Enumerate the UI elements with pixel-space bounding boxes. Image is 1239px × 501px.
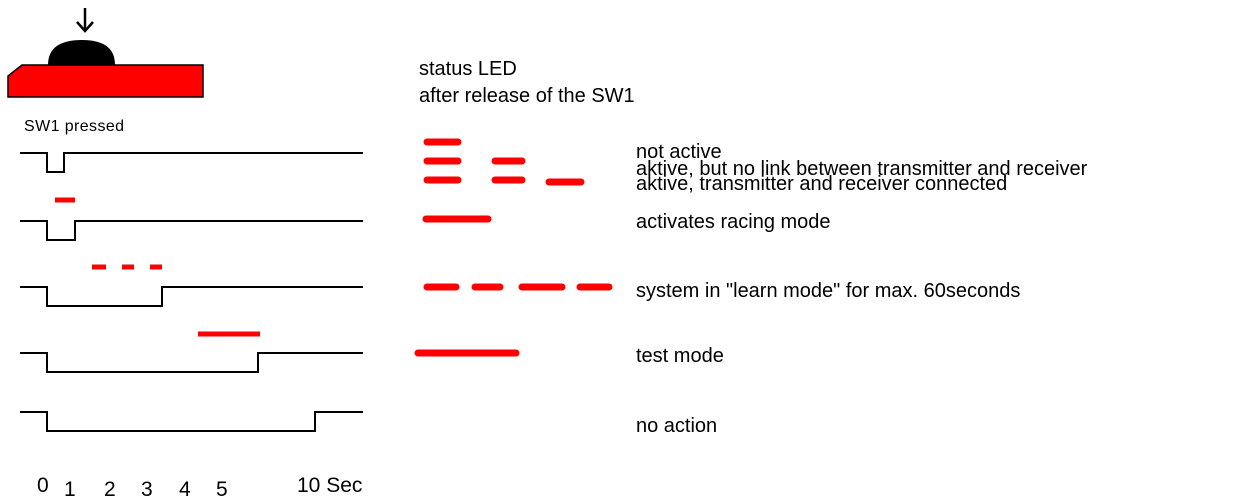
signal-trace-2	[20, 220, 363, 241]
signal-trace-1	[20, 152, 363, 173]
desc-active-no-link: aktive, but no link between transmitter …	[636, 158, 1088, 180]
desc-active-connected: aktive, transmitter and receiver connect…	[636, 173, 1008, 195]
time-tick-0: 0	[37, 474, 49, 497]
desc-not-active: not active	[636, 141, 722, 163]
time-tick-5: 5	[216, 478, 228, 501]
desc-none: no action	[636, 415, 718, 437]
desc-learn: system in "learn mode" for max. 60second…	[636, 280, 1021, 302]
time-tick-1: 1	[64, 478, 76, 501]
switch-label: SW1 pressed	[24, 118, 125, 135]
time-tick-4: 4	[179, 478, 191, 501]
led-pattern-connected	[423, 176, 585, 186]
desc-racing: activates racing mode	[636, 211, 831, 233]
push-button-icon	[7, 40, 204, 98]
down-arrow-icon	[76, 8, 94, 33]
signal-trace-5	[20, 411, 363, 432]
header-line-2: after release of the SW1	[419, 85, 635, 107]
header-line-1: status LED	[419, 58, 517, 80]
time-end-label: 10 Sec	[297, 474, 363, 497]
time-tick-3: 3	[141, 478, 153, 501]
desc-test: test mode	[636, 345, 724, 367]
signal-trace-3	[20, 286, 363, 307]
time-tick-2: 2	[104, 478, 116, 501]
signal-trace-4	[20, 352, 363, 373]
